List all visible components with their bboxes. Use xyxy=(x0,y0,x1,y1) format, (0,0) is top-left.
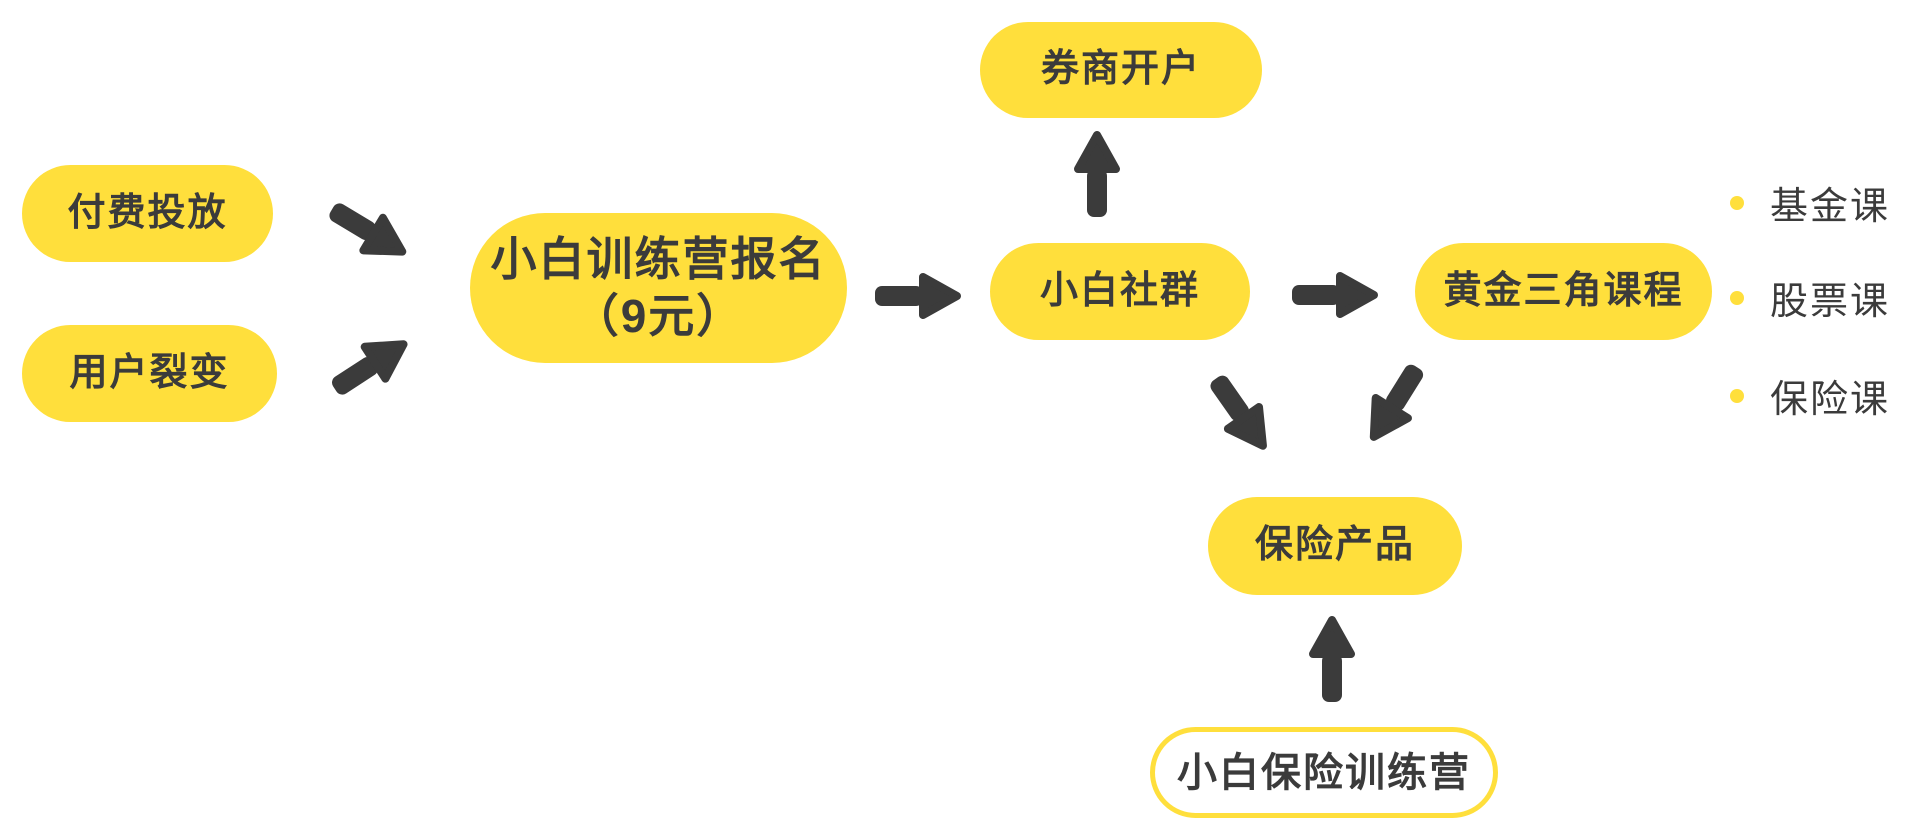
node-broker-account-label: 券商开户 xyxy=(1040,48,1201,91)
bullet-dot-icon xyxy=(1730,290,1744,305)
course-stock-label: 股票课 xyxy=(1770,281,1891,323)
node-broker-account: 券商开户 xyxy=(980,22,1262,118)
arrow-community-to-golden-icon xyxy=(1288,269,1380,321)
node-insurance-products: 保险产品 xyxy=(1208,497,1462,595)
course-fund-label: 基金课 xyxy=(1770,186,1891,228)
course-list-item-insurance: 保险课 xyxy=(1730,368,1890,423)
node-community: 小白社群 xyxy=(990,243,1250,340)
course-list-item-fund: 基金课 xyxy=(1730,175,1890,230)
course-list-item-stock: 股票课 xyxy=(1730,270,1890,325)
node-community-label: 小白社群 xyxy=(1039,269,1200,312)
course-insurance-label: 保险课 xyxy=(1770,379,1891,421)
arrow-inscamp-to-insurance-icon xyxy=(1306,614,1358,706)
node-insurance-products-label: 保险产品 xyxy=(1254,524,1415,567)
node-golden-triangle-course: 黄金三角课程 xyxy=(1415,243,1712,340)
node-paid-placement-label: 付费投放 xyxy=(67,191,228,234)
bullet-dot-icon xyxy=(1730,388,1744,403)
node-insurance-camp: 小白保险训练营 xyxy=(1150,727,1498,818)
arrow-community-to-insurance-icon xyxy=(1192,360,1287,465)
node-camp-signup-label-line1: 小白训练营报名 xyxy=(490,232,827,285)
arrow-golden-to-insurance-icon xyxy=(1349,350,1442,456)
arrow-paid-to-camp-icon xyxy=(315,185,421,277)
node-camp-signup-label-line2: （9元） xyxy=(572,290,745,342)
node-user-fission-label: 用户裂变 xyxy=(69,351,230,394)
node-user-fission: 用户裂变 xyxy=(22,325,277,422)
node-insurance-camp-label: 小白保险训练营 xyxy=(1177,750,1471,795)
arrow-community-to-broker-icon xyxy=(1071,129,1123,221)
node-golden-triangle-course-label: 黄金三角课程 xyxy=(1443,269,1684,312)
node-paid-placement: 付费投放 xyxy=(22,165,273,262)
arrow-fission-to-camp-icon xyxy=(317,319,422,413)
arrow-camp-to-community-icon xyxy=(871,270,963,322)
bullet-dot-icon xyxy=(1730,195,1744,210)
node-camp-signup: 小白训练营报名 （9元） xyxy=(470,213,847,363)
